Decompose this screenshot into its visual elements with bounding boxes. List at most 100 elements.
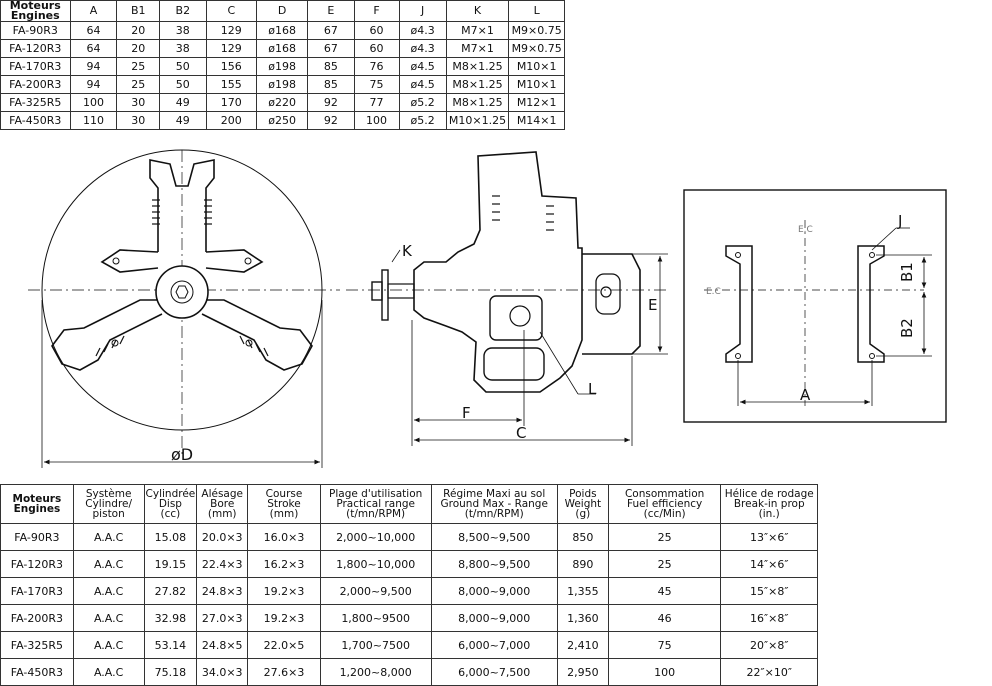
dimension-table-header-cell: E [307,0,355,22]
table-cell: 100 [69,93,118,112]
table-cell: ø168 [256,39,309,58]
table-cell: 14″×6″ [720,550,818,578]
table-cell: 25 [607,523,722,551]
table-cell: ø198 [256,57,309,76]
table-cell: 85 [307,57,355,76]
table-cell: M9×0.75 [508,39,565,58]
table-cell: 75 [353,75,400,94]
table-cell: ø4.3 [398,39,447,58]
table-cell: M14×1 [508,111,565,130]
table-cell: 85 [307,75,355,94]
table-cell: 60 [353,21,400,40]
table-cell: 1,800~9500 [319,604,432,632]
table-cell: ø168 [256,21,309,40]
table-cell: 850 [556,523,609,551]
table-cell: 24.8×3 [196,577,249,605]
table-cell: 100 [607,658,722,686]
table-cell: 6,000~7,500 [430,658,558,686]
dimension-table-header-cell: F [353,0,400,22]
table-cell: 46 [607,604,722,632]
table-cell: 53.14 [143,631,198,659]
table-cell: 24.8×5 [196,631,249,659]
table-cell: FA-90R3 [0,523,74,551]
table-cell: M10×1 [508,57,565,76]
table-cell: 38 [159,39,207,58]
table-cell: A.A.C [72,604,145,632]
table-cell: 75.18 [143,658,198,686]
table-cell: 49 [159,111,207,130]
table-cell: 16.2×3 [247,550,321,578]
table-cell: 92 [307,111,355,130]
table-cell: ø4.5 [398,75,447,94]
table-cell: 2,950 [556,658,609,686]
center-label-ec-left: E.C [706,287,721,297]
dimension-label-B2: B2 [898,318,916,338]
table-cell: 110 [69,111,118,130]
table-cell: 94 [69,75,118,94]
table-cell: M10×1.25 [445,111,510,130]
table-cell: ø198 [256,75,309,94]
dimension-table-header-cell: J [398,0,447,22]
dimension-label-E: E [648,296,657,314]
table-cell: 19.15 [143,550,198,578]
table-cell: 2,000~10,000 [319,523,432,551]
table-cell: ø5.2 [398,93,447,112]
table-cell: 20 [116,39,161,58]
table-cell: 27.0×3 [196,604,249,632]
dimension-table-header-cell: B1 [116,0,161,22]
table-cell: 75 [607,631,722,659]
dimension-label-J: J [897,212,902,230]
table-cell: 1,200~8,000 [319,658,432,686]
table-cell: M12×1 [508,93,565,112]
table-cell: FA-120R3 [0,550,74,578]
dimension-label-F: F [462,404,471,422]
dimension-table-header-cell: K [445,0,510,22]
dimension-label-D: øD [171,445,193,464]
side-view [346,151,668,446]
dimension-table-header-cell: L [508,0,565,22]
table-cell: 19.2×3 [247,577,321,605]
front-view [28,149,340,468]
table-cell: 156 [205,57,258,76]
table-cell: FA-325R5 [0,631,74,659]
table-cell: 22.4×3 [196,550,249,578]
table-cell: 50 [159,75,207,94]
dimension-table-header-cell: A [69,0,118,22]
table-cell: 64 [69,21,118,40]
table-cell: 76 [353,57,400,76]
table-cell: 92 [307,93,355,112]
table-cell: 64 [69,39,118,58]
table-cell: 890 [556,550,609,578]
dimension-label-B1: B1 [898,262,916,282]
table-cell: 94 [69,57,118,76]
table-cell: A.A.C [72,550,145,578]
table-cell: 38 [159,21,207,40]
table-cell: 2,410 [556,631,609,659]
table-cell: 49 [159,93,207,112]
table-cell: ø220 [256,93,309,112]
table-cell: 1,360 [556,604,609,632]
table-cell: 200 [205,111,258,130]
table-cell: 25 [116,57,161,76]
table-cell: 15″×8″ [720,577,818,605]
table-cell: 20 [116,21,161,40]
table-cell: M8×1.25 [445,57,510,76]
table-cell: FA-450R3 [0,111,71,130]
table-cell: 25 [607,550,722,578]
